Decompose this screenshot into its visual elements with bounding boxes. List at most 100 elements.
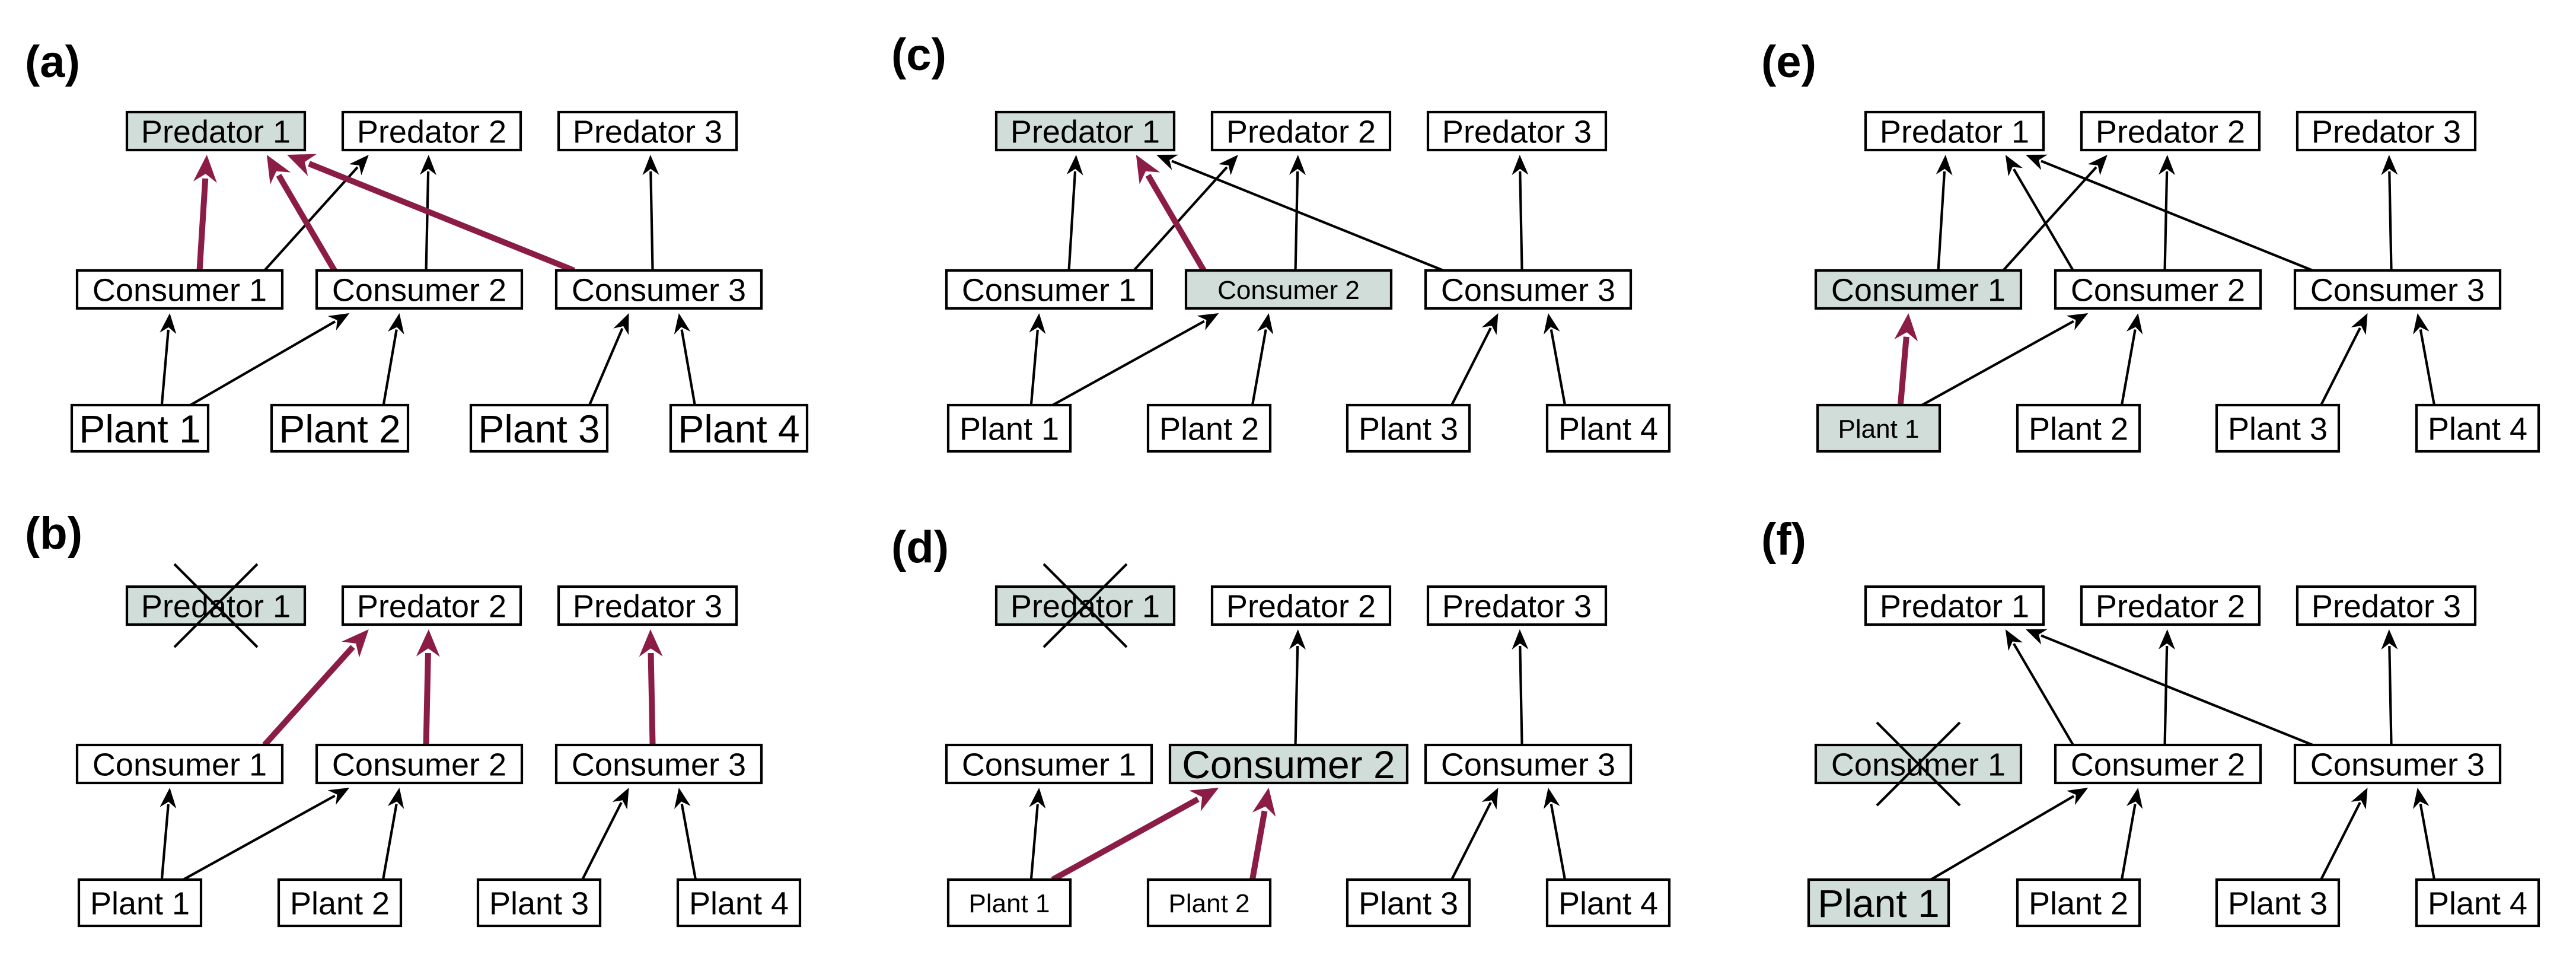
node-plant2: Plant 2 — [270, 403, 410, 453]
edge-plant4-to-cons3 — [1550, 329, 1567, 406]
arrowhead — [1289, 155, 1306, 176]
node-pred3: Predator 3 — [557, 585, 738, 626]
node-box — [2296, 110, 2477, 152]
arrowhead — [2159, 155, 2175, 176]
node-plant3: Plant 3 — [469, 403, 609, 453]
node-box — [476, 878, 602, 928]
node-box — [1814, 269, 2023, 310]
node-label: Plant 1 — [959, 411, 1059, 447]
node-plant2: Plant 2 — [2016, 403, 2141, 453]
node-box — [341, 585, 522, 626]
edge-cons3-to-pred1 — [1171, 160, 1444, 272]
arrowhead — [2159, 629, 2175, 650]
node-label: Plant 3 — [1359, 886, 1458, 921]
arrowhead — [1512, 629, 1529, 650]
node-cons2: Consumer 2 — [315, 269, 524, 310]
edge-cons3-to-pred3 — [2388, 645, 2393, 746]
node-pred1: Predator 1 — [994, 563, 1176, 648]
edge-cons1-to-pred2 — [262, 645, 355, 747]
node-label: Consumer 2 — [1217, 276, 1360, 305]
edge-plant3-to-cons3 — [2320, 327, 2361, 406]
node-label: Consumer 2 — [332, 272, 506, 308]
edge-plant3-to-cons3 — [1450, 802, 1492, 880]
node-label: Predator 3 — [573, 114, 722, 149]
node-box — [70, 403, 210, 453]
node-label: Consumer 1 — [1831, 272, 2006, 308]
node-cons3: Consumer 3 — [554, 269, 763, 310]
node-label: Plant 3 — [478, 407, 600, 451]
arrowhead — [349, 155, 369, 176]
edge-cons3-to-pred3 — [1519, 645, 1523, 746]
node-box — [1346, 403, 1471, 453]
node-box — [1807, 878, 1950, 928]
node-cons1: Consumer 1 — [945, 743, 1153, 785]
node-box — [2293, 269, 2502, 310]
node-box — [946, 403, 1072, 453]
edge-plant4-to-cons3 — [680, 804, 697, 880]
arrowhead — [2005, 155, 2023, 177]
removed-cross-icon — [1876, 721, 1961, 807]
node-label: Plant 3 — [2228, 886, 2328, 921]
arrowhead — [1936, 155, 1953, 176]
edge-cons2-to-pred1 — [276, 173, 337, 272]
node-box — [75, 269, 284, 310]
edges — [1029, 154, 1567, 406]
node-box — [2016, 878, 2141, 928]
node-label: Consumer 2 — [1182, 743, 1395, 786]
node-plant3: Plant 3 — [2215, 403, 2341, 453]
node-label: Plant 4 — [2428, 886, 2527, 921]
node-cons3: Consumer 3 — [2293, 743, 2502, 785]
node-cons3: Consumer 3 — [1424, 743, 1633, 785]
node-label: Predator 2 — [357, 114, 506, 149]
node-label: Consumer 1 — [93, 272, 267, 308]
edge-plant2-to-cons2 — [2120, 804, 2137, 880]
node-box — [1184, 269, 1393, 310]
edge-plant1-to-cons2 — [1921, 320, 2074, 406]
edge-cons3-to-pred3 — [648, 652, 656, 746]
edge-cons2-to-pred2 — [2163, 645, 2169, 746]
node-pred3: Predator 3 — [2296, 585, 2477, 626]
node-box — [2080, 585, 2261, 626]
node-box — [1545, 878, 1671, 928]
node-box — [2293, 743, 2502, 785]
node-cons1: Consumer 1 — [945, 269, 1153, 310]
node-plant2: Plant 2 — [2016, 878, 2141, 928]
node-cons1: Consumer 1 — [1814, 721, 2023, 807]
node-box — [1864, 110, 2045, 152]
arrowhead — [2381, 629, 2398, 650]
node-box — [1210, 110, 1392, 152]
arrowhead — [1512, 155, 1529, 176]
node-label: Predator 1 — [1880, 588, 2029, 624]
node-label: Predator 3 — [1442, 114, 1592, 149]
node-box — [2215, 878, 2341, 928]
arrowhead — [613, 313, 629, 335]
arrowhead — [1252, 788, 1276, 817]
arrowhead — [2351, 788, 2368, 810]
arrowhead — [387, 788, 404, 809]
node-label: Consumer 3 — [572, 747, 746, 782]
node-box — [75, 743, 284, 785]
node-box — [2415, 403, 2540, 453]
edge-plant1-to-cons2 — [1051, 320, 1205, 406]
edge-plant2-to-cons2 — [1249, 810, 1268, 880]
node-label: Plant 4 — [1558, 886, 1658, 921]
arrowhead — [1481, 788, 1499, 810]
arrowhead — [1257, 313, 1274, 335]
arrowhead — [287, 154, 317, 176]
panel-label: (f) — [1761, 514, 1806, 565]
edge-cons3-to-pred1 — [2041, 634, 2313, 746]
node-label: Predator 3 — [573, 588, 722, 624]
arrowhead — [2087, 155, 2108, 176]
node-label: Predator 3 — [2312, 588, 2461, 624]
arrowhead — [1289, 629, 1306, 650]
node-box — [277, 878, 403, 928]
arrowhead — [2351, 313, 2368, 335]
edge-cons2-to-pred2 — [1294, 645, 1299, 746]
edge-plant1-to-cons2 — [1051, 796, 1200, 883]
node-plant4: Plant 4 — [676, 878, 802, 928]
edge-plant2-to-cons2 — [382, 329, 398, 406]
